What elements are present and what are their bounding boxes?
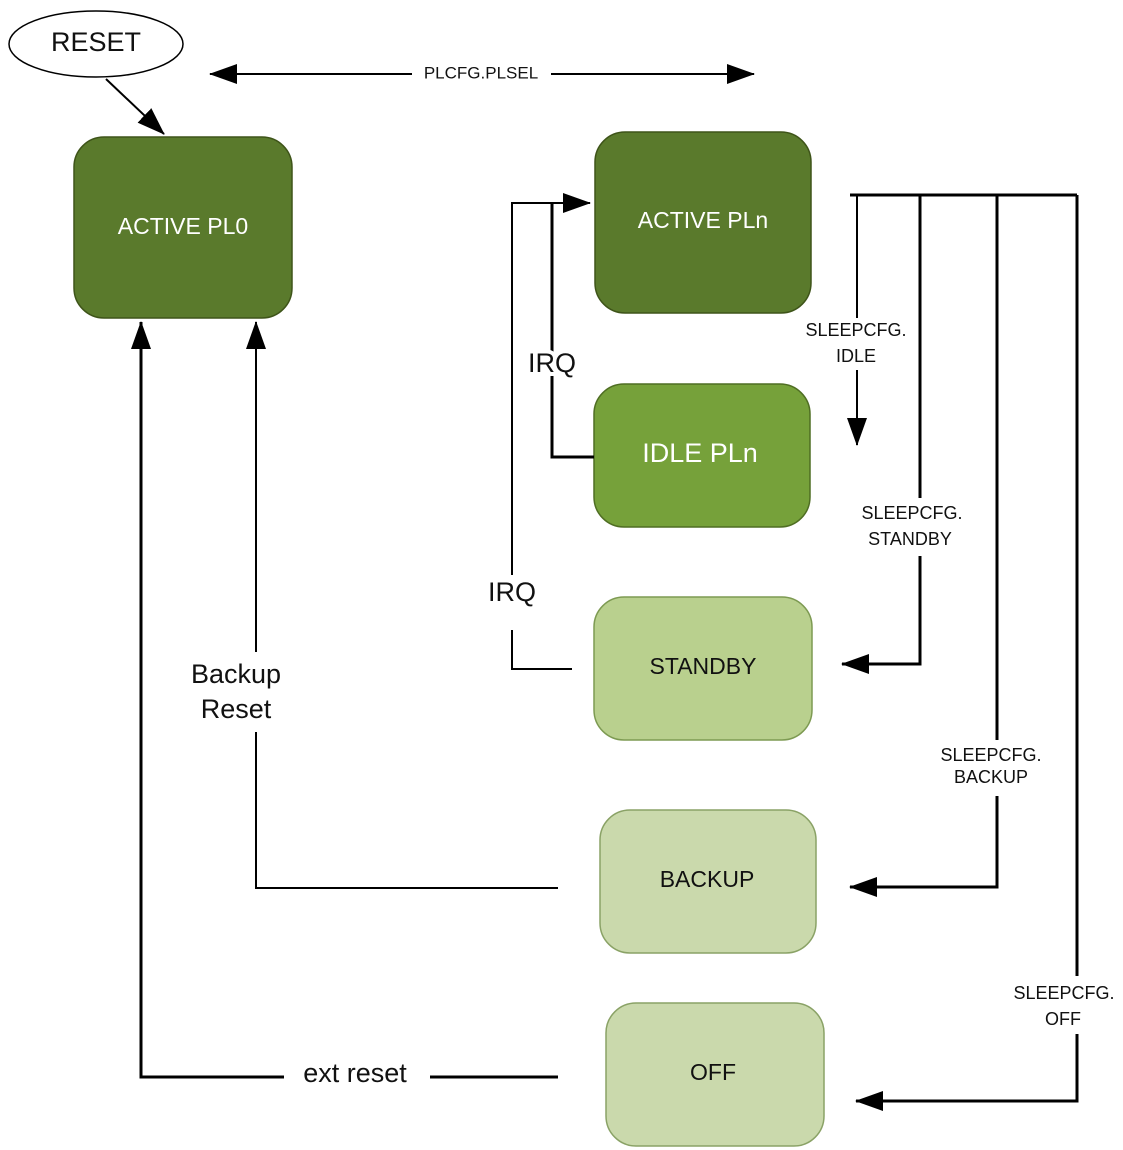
ext-reset-label: ext reset [303, 1058, 407, 1088]
sleep-off-label-bg [1004, 976, 1122, 1034]
backup-reset-label-line1: Backup [191, 659, 281, 689]
sleep-standby-label-bg [850, 498, 974, 556]
sleep-idle-label-line2: IDLE [836, 346, 876, 366]
reset-to-active-pl0-arrow [105, 78, 165, 135]
state-active-pl0: ACTIVE PL0 [73, 136, 293, 319]
reset-node: RESET [8, 10, 184, 78]
backup-reset-label-line2: Reset [201, 694, 272, 724]
irq-idle-label: IRQ [528, 348, 576, 378]
irq-standby-path [511, 193, 591, 670]
state-off: OFF [605, 1002, 825, 1147]
plsel-label: PLCFG.PLSEL [424, 63, 538, 82]
sleep-standby-label-line2: STANDBY [868, 529, 952, 549]
state-backup: BACKUP [599, 809, 817, 954]
sleep-backup-label-bg [930, 740, 1054, 796]
sleep-backup-label-line1: SLEEPCFG. [940, 745, 1041, 765]
state-active-pln-label: ACTIVE PLn [638, 207, 768, 233]
reset-label: RESET [51, 27, 141, 57]
sleep-standby-label-line1: SLEEPCFG. [861, 503, 962, 523]
state-standby-label: STANDBY [650, 653, 757, 679]
sleep-standby-path [841, 195, 922, 674]
ext-reset-label-bg [284, 1055, 430, 1097]
backup-reset-label-bg [180, 652, 292, 732]
irq-standby-label: IRQ [488, 577, 536, 607]
state-backup-label: BACKUP [660, 866, 755, 892]
state-idle-pln: IDLE PLn [593, 383, 811, 528]
sleep-off-label-line1: SLEEPCFG. [1013, 983, 1114, 1003]
state-active-pl0-label: ACTIVE PL0 [118, 213, 248, 239]
sleep-off-label-line2: OFF [1045, 1009, 1081, 1029]
sleep-backup-label-line2: BACKUP [954, 767, 1028, 787]
irq-standby-label-bg [486, 575, 538, 630]
irq-idle-path [550, 203, 594, 459]
state-active-pln: ACTIVE PLn [594, 131, 812, 314]
state-idle-pln-label: IDLE PLn [642, 438, 758, 468]
sleep-idle-label-bg [797, 318, 915, 370]
state-standby: STANDBY [593, 596, 813, 741]
sleep-off-path [855, 195, 1079, 1111]
state-off-label: OFF [690, 1059, 736, 1085]
sleep-idle-label-line1: SLEEPCFG. [805, 320, 906, 340]
backup-reset-path [246, 321, 558, 889]
sleep-backup-path [849, 195, 999, 897]
